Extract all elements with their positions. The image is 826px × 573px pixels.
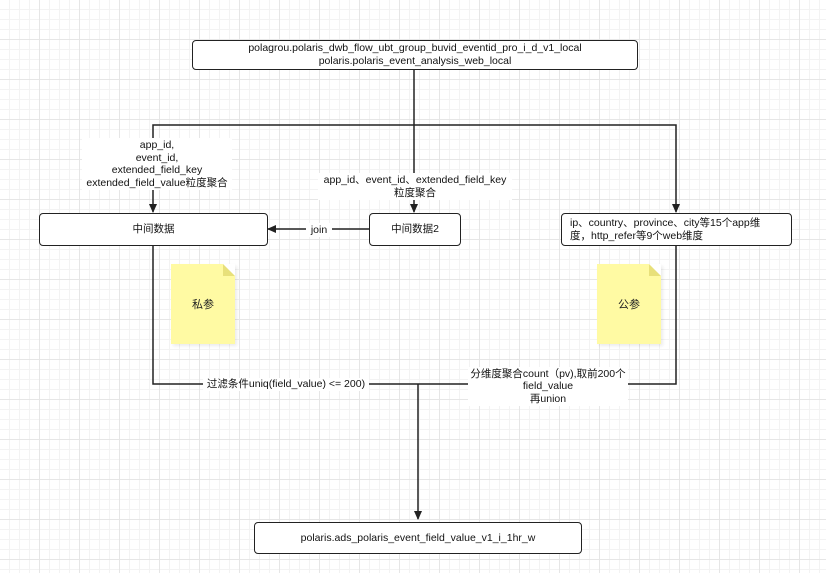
left-edge-label-line: app_id, <box>139 139 175 151</box>
dimensions-node[interactable]: ip、country、province、city等15个app维 度，http_… <box>561 213 792 246</box>
left-edge-label-line: extended_field_value粒度聚合 <box>86 176 228 189</box>
left-edge-label: app_id, event_id, extended_field_key ext… <box>82 138 232 190</box>
filter-label-text: 过滤条件uniq(field_value) <= 200) <box>206 378 366 391</box>
intermediate-data-label: 中间数据 <box>132 223 175 235</box>
source-to-dimensions-arrow <box>414 124 680 213</box>
aggregate-label-line: field_value <box>522 380 574 393</box>
middle-edge-label: app_id、event_id、extended_field_key 粒度聚合 <box>318 173 512 200</box>
intermediate-data-2-node[interactable]: 中间数据2 <box>369 213 461 246</box>
source-table-line2: polaris.polaris_event_analysis_web_local <box>318 55 512 67</box>
note-fold-corner <box>649 264 661 276</box>
intermediate-data-2-label: 中间数据2 <box>391 223 439 235</box>
intermediate-data-node[interactable]: 中间数据 <box>39 213 268 246</box>
filter-label: 过滤条件uniq(field_value) <= 200) <box>203 378 369 391</box>
left-edge-label-line: extended_field_key <box>111 164 203 176</box>
aggregate-label: 分维度聚合count（pv),取前200个 field_value 再union <box>468 367 628 406</box>
target-table-node[interactable]: polaris.ads_polaris_event_field_value_v1… <box>254 522 582 554</box>
aggregate-label-line: 再union <box>529 392 567 405</box>
dimensions-line2: 度，http_refer等9个web维度 <box>570 229 704 242</box>
target-table-label: polaris.ads_polaris_event_field_value_v1… <box>300 531 536 544</box>
source-table-node[interactable]: polagrou.polaris_dwb_flow_ubt_group_buvi… <box>192 40 638 70</box>
middle-edge-label-line: app_id、event_id、extended_field_key <box>323 174 507 186</box>
source-table-line1: polagrou.polaris_dwb_flow_ubt_group_buvi… <box>248 42 582 54</box>
left-edge-label-line: event_id, <box>135 151 179 164</box>
join-label: join <box>306 223 332 237</box>
dimensions-line1: ip、country、province、city等15个app维 <box>570 216 761 229</box>
middle-edge-label-line: 粒度聚合 <box>394 186 436 199</box>
public-params-note[interactable]: 公参 <box>597 264 661 344</box>
private-params-note[interactable]: 私参 <box>171 264 235 344</box>
join-label-text: join <box>310 223 328 236</box>
public-params-label: 公参 <box>618 299 640 311</box>
note-fold-corner <box>223 264 235 276</box>
aggregate-label-line: 分维度聚合count（pv),取前200个 <box>470 367 626 380</box>
private-params-label: 私参 <box>192 299 214 311</box>
